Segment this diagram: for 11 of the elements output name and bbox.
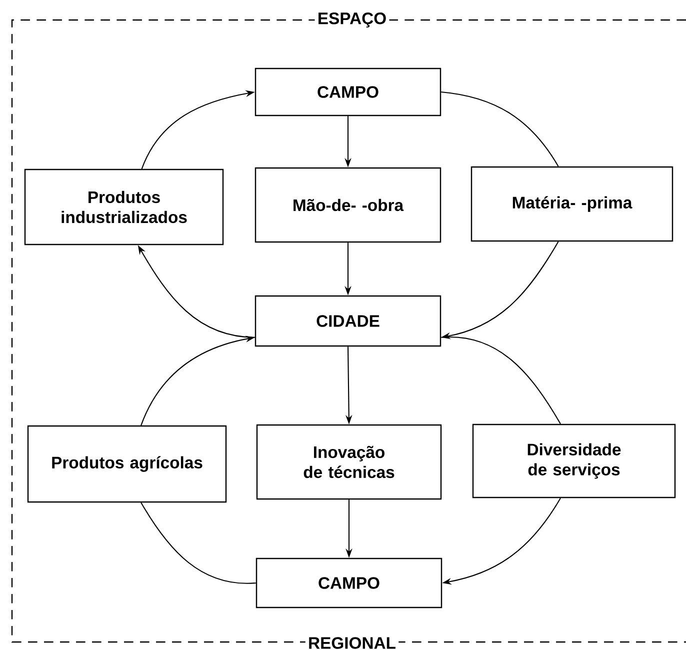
process-box: Mão-de- -obra: [254, 167, 442, 243]
process-box: CIDADE: [254, 295, 442, 347]
frame-label: REGIONAL: [309, 637, 396, 649]
process-box: CAMPO: [256, 558, 442, 608]
frame-label: ESPAÇO: [318, 12, 386, 28]
process-box: Produtos industrializados: [24, 168, 224, 246]
process-box: Produtos agrícolas: [27, 425, 227, 503]
process-box: Matéria- -prima: [470, 166, 674, 242]
process-box: Diversidade de serviços: [472, 424, 676, 498]
process-box: Inovação de técnicas: [256, 424, 442, 500]
process-box: CAMPO: [254, 68, 442, 116]
